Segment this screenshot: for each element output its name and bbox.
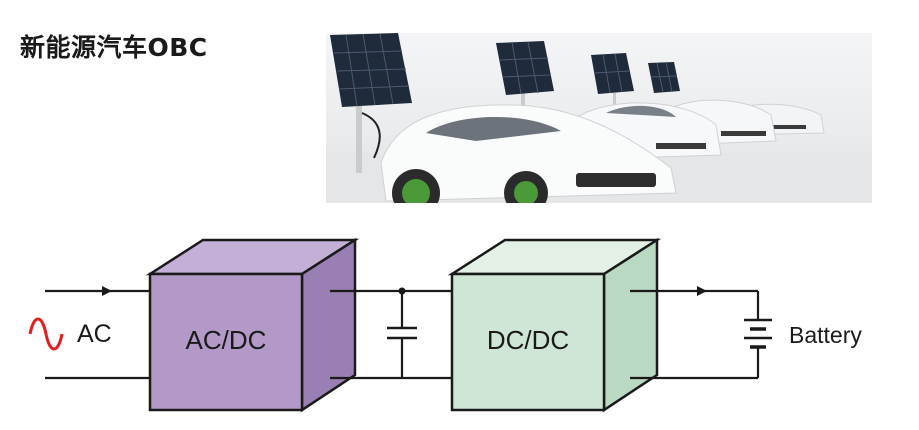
- obc-block-diagram: AC AC/DC DC/DC Battery: [28, 237, 862, 413]
- ac-sine-icon: [28, 317, 64, 351]
- arrow-icon: [697, 286, 707, 296]
- solar-panel-icon: [591, 53, 634, 113]
- acdc-converter-block: AC/DC: [145, 237, 360, 413]
- battery-label: Battery: [789, 322, 862, 348]
- dcdc-converter-block: DC/DC: [447, 237, 662, 413]
- acdc-label: AC/DC: [186, 325, 267, 355]
- battery-icon: [744, 291, 772, 378]
- solar-panel-icon: [496, 41, 554, 118]
- ac-label: AC: [77, 320, 112, 348]
- car-icon: [380, 104, 677, 203]
- arrow-icon: [102, 286, 112, 296]
- solar-panel-icon: [330, 33, 412, 173]
- solar-panel-icon: [648, 61, 680, 93]
- page-title: 新能源汽车OBC: [20, 33, 208, 62]
- dcdc-label: DC/DC: [487, 325, 569, 355]
- ev-charging-illustration: [326, 33, 872, 203]
- capacitor-icon: [387, 287, 417, 378]
- ev-charging-photo: [326, 33, 872, 203]
